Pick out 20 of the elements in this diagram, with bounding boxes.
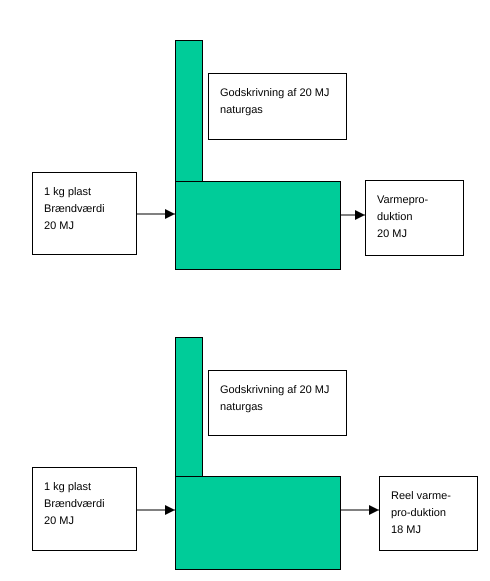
box-text: 1 kg plast Brændværdi 20 MJ [44,185,105,234]
text-box [365,180,464,256]
chimney-block [175,40,203,182]
text-box [32,467,137,551]
box-text: Varmepro- duktion 20 MJ [377,193,428,242]
arrow [136,209,176,219]
box-text: Reel varme- pro-duktion 18 MJ [391,489,451,538]
arrow [340,210,366,220]
box-text: 1 kg plast Brændværdi 20 MJ [44,480,105,529]
text-box [208,370,347,436]
arrow [340,505,380,515]
text-box [208,73,347,140]
box-text: Godskrivning af 20 MJ naturgas [220,383,330,415]
box-text: Godskrivning af 20 MJ naturgas [220,86,330,118]
chimney-block [175,337,203,478]
furnace-block [175,476,341,570]
arrow [136,505,176,515]
text-box [32,172,137,255]
furnace-block [175,181,341,270]
text-box [379,476,478,551]
